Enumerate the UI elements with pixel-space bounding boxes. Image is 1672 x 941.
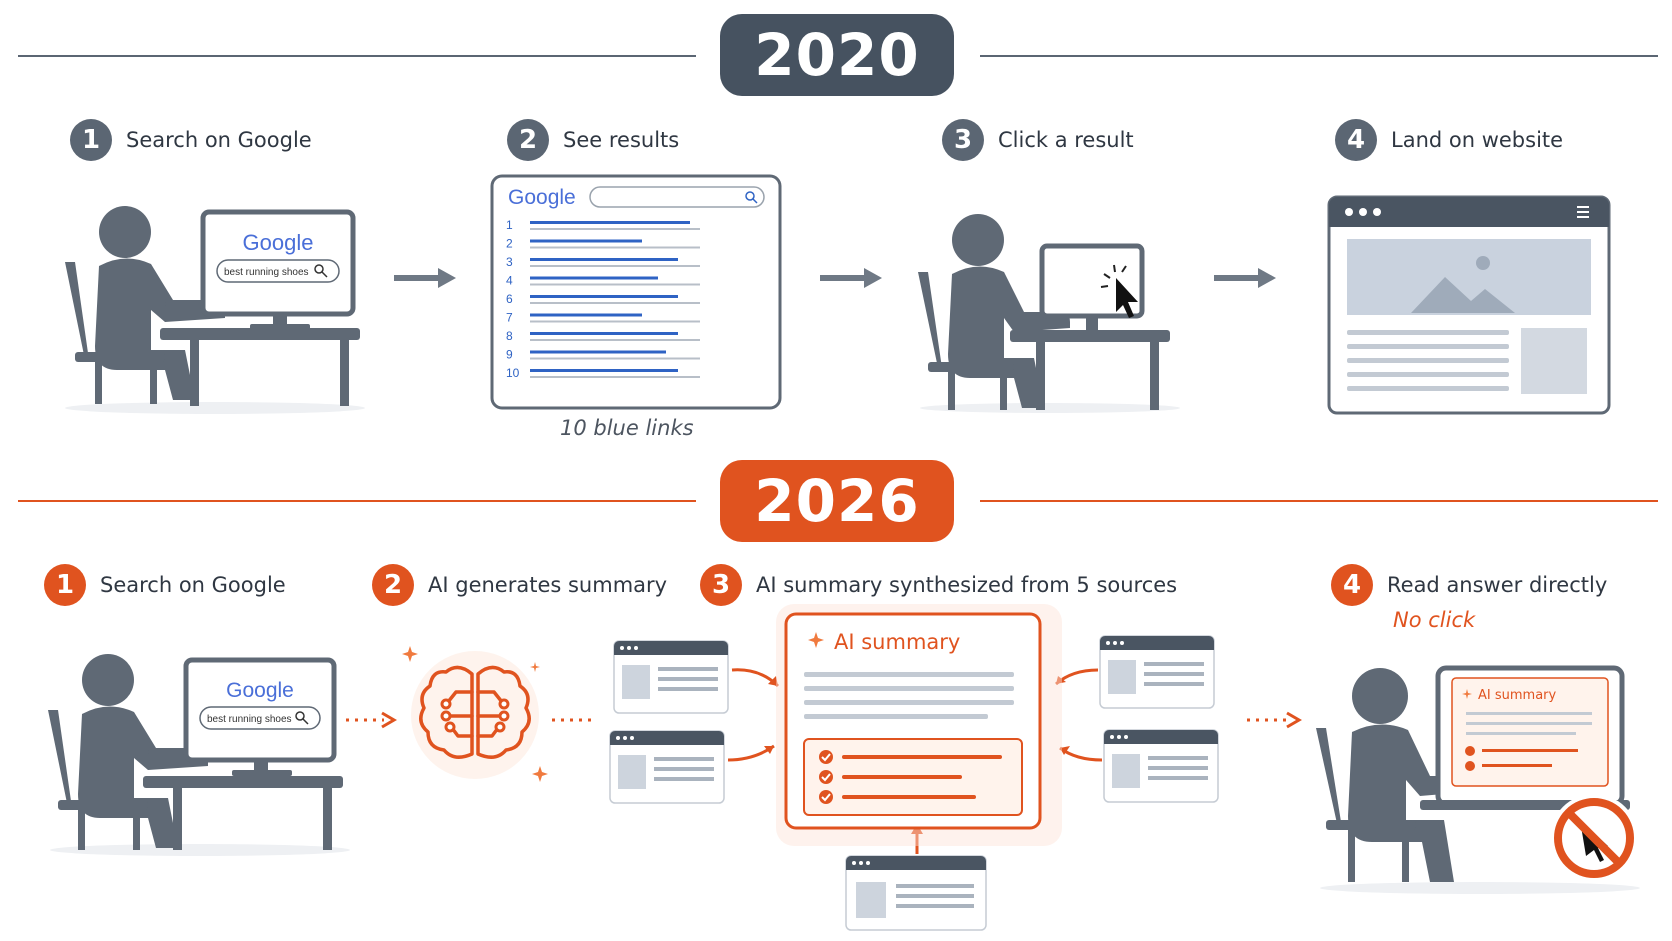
result-snippet [530,265,700,267]
result-link[interactable] [530,313,642,317]
result-link[interactable] [530,295,678,298]
laptop-ai-summary-title: AI summary [1478,688,1557,703]
step-number: 2 [507,119,549,161]
result-number: 4 [506,274,513,288]
person-at-computer-icon: Google best running shoes [48,654,350,856]
website-window [1327,195,1611,415]
step-2026-2: 2 AI generates summary [372,564,667,606]
step-label: Land on website [1391,128,1564,152]
result-link[interactable] [530,258,678,261]
source-window-3 [1099,635,1215,709]
result-number: 6 [506,292,513,306]
step-2020-4: 4 Land on website [1335,119,1563,161]
ai-summary-card: AI summary [776,604,1062,846]
year-badge-2020: 2020 [720,14,954,96]
step-number: 3 [942,119,984,161]
result-number: 10 [506,366,520,380]
step-2020-3: 3 Click a result [942,119,1134,161]
ai-summary-title: AI summary [834,630,960,654]
step-2020-1: 1 Search on Google [70,119,312,161]
results-caption: 10 blue links [560,416,694,440]
year-badge-2026: 2026 [720,460,954,542]
step-number: 4 [1331,564,1373,606]
result-number: 1 [506,218,513,232]
result-link[interactable] [530,239,642,243]
ai-brain-icon [402,646,548,782]
step-number: 2 [372,564,414,606]
result-snippet [530,283,700,286]
step-number: 1 [70,119,112,161]
result-snippet [530,302,700,304]
step-label: Click a result [998,128,1134,152]
result-snippet [530,228,700,230]
google-logo: Google [243,230,314,255]
dotted-arrow-icon [1247,711,1302,729]
result-link[interactable] [530,221,690,224]
step-2026-1: 1 Search on Google [44,564,286,606]
google-logo: Google [226,679,294,702]
result-number: 2 [506,237,513,251]
result-snippet [530,246,700,249]
google-logo: Google [508,186,576,209]
step-number: 3 [700,564,742,606]
step-2026-4: 4 Read answer directly [1331,564,1607,606]
divider-2020-right [980,55,1658,57]
result-link[interactable] [530,332,678,335]
arrow-right-icon [394,268,456,288]
arrow-right-icon [820,268,882,288]
source-window-5 [845,855,987,931]
step-label: Search on Google [100,573,286,597]
result-snippet [530,320,700,323]
result-link[interactable] [530,369,678,372]
search-query: best running shoes [224,267,309,278]
step-number: 4 [1335,119,1377,161]
result-snippet [530,357,700,360]
result-number: 7 [506,311,513,325]
source-window-2 [609,730,725,804]
step-label: See results [563,128,680,152]
step-label: AI generates summary [428,573,668,597]
result-snippet [530,339,700,341]
result-number: 3 [506,255,513,269]
step-number: 1 [44,564,86,606]
result-link[interactable] [530,350,666,354]
dotted-line-icon [552,718,594,722]
search-results-page: Google 1 2 3 4 6 7 8 9 10 [490,174,782,410]
no-click-label: No click [1393,608,1476,632]
person-reading-laptop-icon: AI summary [1316,665,1640,894]
person-clicking-icon [918,214,1180,413]
result-link[interactable] [530,276,658,280]
step-label: AI summary synthesized from 5 sources [756,573,1178,597]
source-window-4 [1103,729,1219,803]
step-label: Search on Google [126,128,312,152]
result-number: 9 [506,348,513,362]
step-2020-2: 2 See results [507,119,679,161]
divider-2026-right [980,500,1658,502]
dotted-arrow-icon [346,711,397,729]
search-query: best running shoes [207,714,292,725]
step-label: Read answer directly [1387,573,1608,597]
source-window-1 [613,640,729,714]
divider-2026-left [18,500,696,502]
person-at-computer-icon: Google best running shoes [65,206,365,414]
arrow-right-icon [1214,268,1276,288]
result-number: 8 [506,329,513,343]
divider-2020-left [18,55,696,57]
step-2026-3: 3 AI summary synthesized from 5 sources [700,564,1177,606]
result-snippet [530,376,700,378]
